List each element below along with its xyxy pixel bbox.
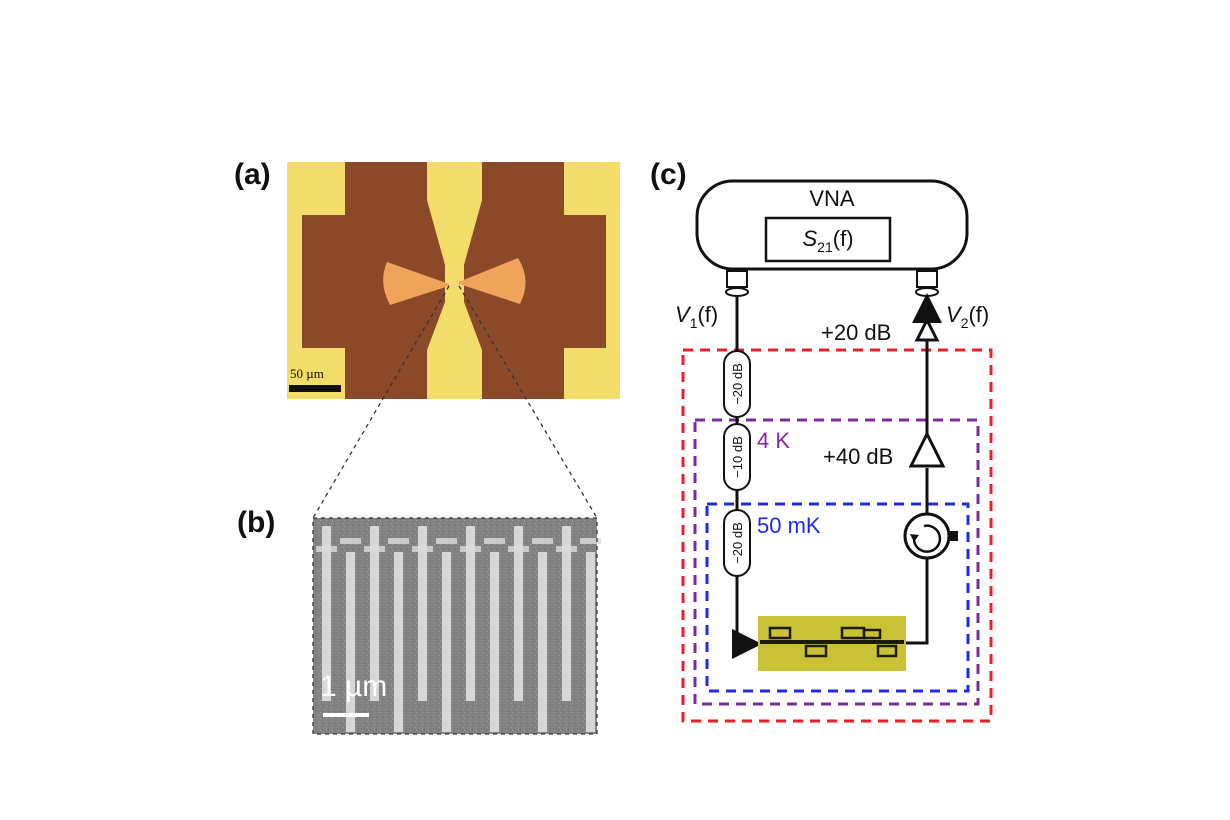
sem-background: [313, 518, 597, 734]
sem-finger-bar: [316, 546, 337, 552]
amplifier-20db-label: +20 dB: [821, 320, 891, 345]
sem-finger: [418, 526, 427, 701]
bowtie-left: [383, 262, 452, 305]
vna-instrument: VNA S21(f): [695, 179, 969, 297]
stage-4k-box: [693, 418, 980, 706]
s21-box: [764, 216, 892, 263]
stage-room-box: [681, 348, 993, 723]
substrate-right: [464, 162, 606, 399]
scale-bar-a: [289, 385, 341, 392]
sem-finger-bar: [340, 538, 361, 544]
junction-region: [449, 281, 459, 286]
port-1: [726, 270, 748, 288]
resonator-5: [862, 628, 882, 640]
amplifier-40db: [908, 430, 946, 468]
circulator-termination: [949, 531, 958, 541]
sem-finger: [346, 552, 355, 732]
sem-finger-bar: [412, 546, 433, 552]
stage-50mk-box: [705, 502, 970, 693]
attenuator-1-label: −20 dB: [730, 363, 745, 405]
zoom-line-right: [458, 285, 598, 519]
sem-micrograph: 1 µm: [312, 517, 601, 735]
sem-finger-bar: [388, 538, 409, 544]
sem-finger: [370, 526, 379, 701]
attenuator-3-label: −20 dB: [730, 522, 745, 564]
attenuator-2: −10 dB: [723, 423, 751, 491]
port-2: [916, 270, 938, 288]
attenuator-2-label: −10 dB: [730, 436, 745, 478]
sem-finger: [514, 526, 523, 701]
v2-label: V2(f): [946, 302, 989, 331]
device-chip: [758, 616, 906, 671]
optical-micrograph: 50 µm: [287, 162, 620, 399]
sem-finger: [538, 552, 547, 732]
stage-4k-label: 4 K: [757, 428, 790, 453]
sem-finger-bar: [460, 546, 481, 552]
circulator: [903, 512, 958, 560]
stage-50mk-label: 50 mK: [757, 513, 821, 538]
resonator-2: [804, 644, 828, 658]
attenuator-3: −20 dB: [723, 509, 751, 577]
v1-label: V1(f): [675, 302, 718, 331]
bowtie-right: [456, 258, 526, 304]
sem-finger: [322, 526, 331, 701]
port-2-connector: [915, 287, 939, 297]
sem-finger-bar: [484, 538, 505, 544]
sem-border: [312, 517, 598, 735]
port-1-connector: [725, 287, 749, 297]
sem-finger-bar: [556, 546, 577, 552]
circulator-arrow: [912, 524, 942, 553]
resonator-4: [876, 644, 898, 658]
sem-finger: [562, 526, 571, 701]
sem-finger: [466, 526, 475, 701]
sem-finger: [394, 552, 403, 732]
sem-finger: [442, 552, 451, 732]
panel-b-label: (b): [237, 506, 275, 539]
sem-finger-bar: [508, 546, 529, 552]
sem-finger-bar: [364, 546, 385, 552]
interdigitated-fingers: [316, 526, 601, 732]
resonator-1: [768, 626, 792, 640]
panel-c-label: (c): [650, 158, 687, 191]
sem-finger-bar: [436, 538, 457, 544]
scale-bar-b: [323, 713, 369, 717]
vna-label: VNA: [809, 186, 855, 211]
output-line-lower: [906, 548, 929, 645]
sem-finger-bar: [580, 538, 601, 544]
scale-bar-b-label: 1 µm: [320, 670, 387, 703]
panel-a-label: (a): [234, 158, 271, 191]
sem-finger-bar: [532, 538, 553, 544]
zoom-line-left: [312, 285, 450, 519]
substrate-left: [302, 162, 445, 399]
amplifier-20db: [914, 316, 940, 342]
attenuator-1: −20 dB: [723, 350, 751, 418]
sem-finger: [586, 552, 595, 732]
scale-bar-a-label: 50 µm: [290, 366, 324, 381]
amplifier-40db-label: +40 dB: [823, 444, 893, 469]
s21-label: S21(f): [802, 226, 853, 255]
sem-finger: [490, 552, 499, 732]
